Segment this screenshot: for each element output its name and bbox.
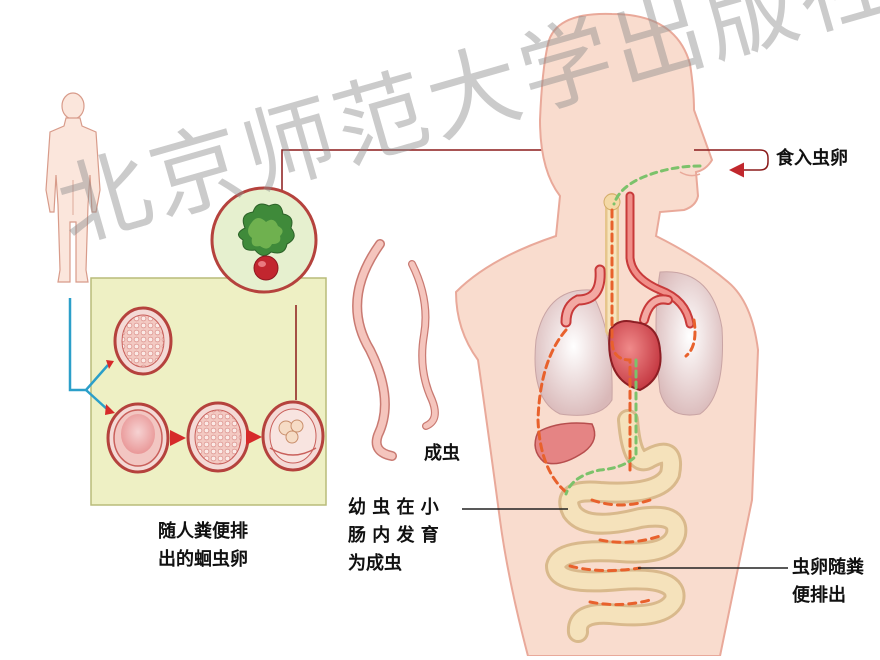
roundworm-icon bbox=[357, 244, 435, 456]
egg-icon bbox=[108, 404, 168, 472]
label-eggs-excreted: 虫卵随粪 便排出 bbox=[792, 554, 864, 610]
human-figure-icon bbox=[46, 93, 100, 282]
label-eggs-excreted-line2: 便排出 bbox=[792, 582, 864, 610]
label-eat-eggs: 食入虫卵 bbox=[776, 145, 848, 173]
contaminated-vegetable-circle bbox=[212, 188, 316, 292]
label-adult-worm: 成虫 bbox=[424, 440, 460, 468]
label-eggs-in-feces: 随人粪便排 出的蛔虫卵 bbox=[158, 518, 248, 574]
label-larva-develop: 幼 虫 在 小 肠 内 发 育 为成虫 bbox=[348, 494, 439, 578]
label-eggs-excreted-line1: 虫卵随粪 bbox=[792, 554, 864, 582]
egg-icon bbox=[115, 308, 171, 374]
label-larva-develop-line2: 肠 内 发 育 bbox=[348, 522, 439, 550]
label-larva-develop-line1: 幼 虫 在 小 bbox=[348, 494, 439, 522]
label-eggs-in-feces-line1: 随人粪便排 bbox=[158, 518, 248, 546]
label-larva-develop-line3: 为成虫 bbox=[348, 550, 439, 578]
egg-icon bbox=[263, 402, 323, 470]
label-eggs-in-feces-line2: 出的蛔虫卵 bbox=[158, 546, 248, 574]
egg-icon bbox=[188, 403, 248, 471]
